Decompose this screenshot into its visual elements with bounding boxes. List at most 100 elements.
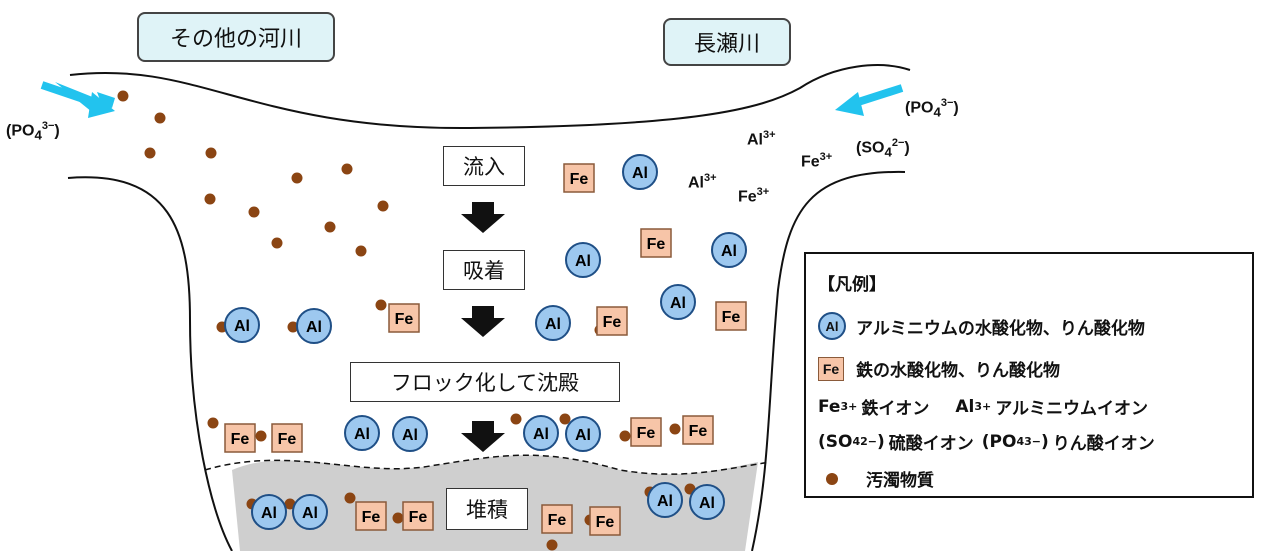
fe-particle: Fe <box>715 301 747 331</box>
pollutant-particle <box>355 245 367 257</box>
legend-row-pollutant: 汚濁物質 <box>818 466 934 491</box>
pollutant-particle <box>377 200 389 212</box>
pollutant-particle <box>144 147 156 159</box>
river-bank-right <box>751 170 906 551</box>
svg-text:Al: Al <box>545 316 561 333</box>
svg-text:Fe: Fe <box>278 431 297 448</box>
sediment-boundary <box>204 454 771 475</box>
step-adsorption: 吸着 <box>443 250 525 290</box>
svg-text:Al: Al <box>699 495 715 512</box>
svg-text:Fe: Fe <box>647 236 666 253</box>
svg-text:Fe: Fe <box>570 171 589 188</box>
pollutant-particle <box>546 539 558 551</box>
pollutant-particle <box>392 512 404 524</box>
fe-particle: Fe <box>388 303 420 333</box>
legend-title: 【凡例】 <box>818 275 886 295</box>
ion-al3-upper: Al3+ <box>747 129 776 149</box>
ion-so4: (SO42−) <box>856 137 910 160</box>
pollutant-particle <box>207 417 219 429</box>
legend-al-ion-symbol: Al <box>955 396 975 417</box>
fe-particle: Fe <box>402 501 434 531</box>
svg-text:Al: Al <box>632 165 648 182</box>
legend-fe-ion-symbol: Fe <box>818 396 841 417</box>
al-particle: Al <box>660 284 696 320</box>
svg-text:Al: Al <box>533 426 549 443</box>
legend-fe-text: 鉄の水酸化物、りん酸化物 <box>856 361 1060 381</box>
down-arrow-1 <box>461 202 505 233</box>
down-arrow-2 <box>461 306 505 337</box>
legend-so4-text: 硫酸イオン <box>888 434 974 454</box>
svg-text:Al: Al <box>402 427 418 444</box>
river-label-nagase: 長瀬川 <box>663 18 791 66</box>
svg-text:Al: Al <box>354 426 370 443</box>
legend-fe-ion-text: 鉄イオン <box>861 399 930 419</box>
ion-fe3-upper: Fe3+ <box>801 151 833 171</box>
pollutant-particle <box>324 221 336 233</box>
fe-particle: Fe <box>589 506 621 536</box>
inflow-arrow-left-shaft <box>40 81 100 108</box>
svg-text:Al: Al <box>306 319 322 336</box>
al-particle: Al <box>344 415 380 451</box>
fe-particle: Fe <box>224 423 256 453</box>
legend-box: 【凡例】 Al アルミニウムの水酸化物、りん酸化物 Fe 鉄の水酸化物、りん酸化… <box>804 252 1254 498</box>
svg-text:Al: Al <box>575 427 591 444</box>
pollutant-particle <box>619 430 631 442</box>
pollutant-particle <box>117 90 129 102</box>
svg-text:Al: Al <box>670 295 686 312</box>
svg-text:Fe: Fe <box>637 425 656 442</box>
pollutant-particle <box>154 112 166 124</box>
al-particle: Al <box>392 416 428 452</box>
al-particle: Al <box>251 494 287 530</box>
svg-text:Fe: Fe <box>722 309 741 326</box>
svg-text:Al: Al <box>657 493 673 510</box>
svg-text:Al: Al <box>302 505 318 522</box>
al-particle: Al <box>622 154 658 190</box>
svg-text:Al: Al <box>234 318 250 335</box>
river-bank-left <box>67 176 233 551</box>
al-particle: Al <box>689 484 725 520</box>
fe-particle: Fe <box>596 306 628 336</box>
al-particle: Al <box>565 416 601 452</box>
step-deposition: 堆積 <box>446 488 528 530</box>
pollutant-particle <box>255 430 267 442</box>
al-particle: Al <box>647 482 683 518</box>
al-particle: Al <box>711 232 747 268</box>
legend-po4-text: りん酸イオン <box>1052 434 1155 454</box>
fe-particle: Fe <box>271 423 303 453</box>
down-arrow-3 <box>461 421 505 452</box>
ion-po4-left: (PO43−) <box>6 120 60 143</box>
fe-particle-icon: Fe <box>818 356 844 381</box>
legend-pollutant-text: 汚濁物質 <box>866 471 934 491</box>
svg-text:Fe: Fe <box>395 311 414 328</box>
pollutant-particle <box>559 413 571 425</box>
svg-text:Fe: Fe <box>231 431 250 448</box>
svg-text:Fe: Fe <box>603 314 622 331</box>
al-particle-icon: Al <box>818 312 846 340</box>
ion-po4-right: (PO43−) <box>905 97 959 120</box>
pollutant-particle <box>287 321 299 333</box>
fe-particle: Fe <box>630 417 662 447</box>
al-particle: Al <box>565 242 601 278</box>
fe-particle: Fe <box>541 504 573 534</box>
pollutant-particle <box>204 193 216 205</box>
al-particle: Al <box>292 494 328 530</box>
svg-text:Fe: Fe <box>409 509 428 526</box>
river-bank-top <box>69 64 911 130</box>
legend-al-text: アルミニウムの水酸化物、りん酸化物 <box>856 318 1145 339</box>
pollutant-particle <box>375 299 387 311</box>
ion-fe3-lower: Fe3+ <box>738 186 770 206</box>
al-particle: Al <box>535 305 571 341</box>
pollutant-particle <box>510 413 522 425</box>
pollutant-particle <box>291 172 303 184</box>
legend-row-fe: Fe 鉄の水酸化物、りん酸化物 <box>818 356 1060 381</box>
step-inflow: 流入 <box>443 146 525 186</box>
river-label-other: その他の河川 <box>137 12 335 62</box>
svg-text:Al: Al <box>721 243 737 260</box>
al-particle: Al <box>296 308 332 344</box>
svg-text:Fe: Fe <box>689 423 708 440</box>
legend-al-ion-text: アルミニウムイオン <box>995 399 1149 419</box>
pollutant-particle <box>344 492 356 504</box>
pollutant-particle <box>248 206 260 218</box>
